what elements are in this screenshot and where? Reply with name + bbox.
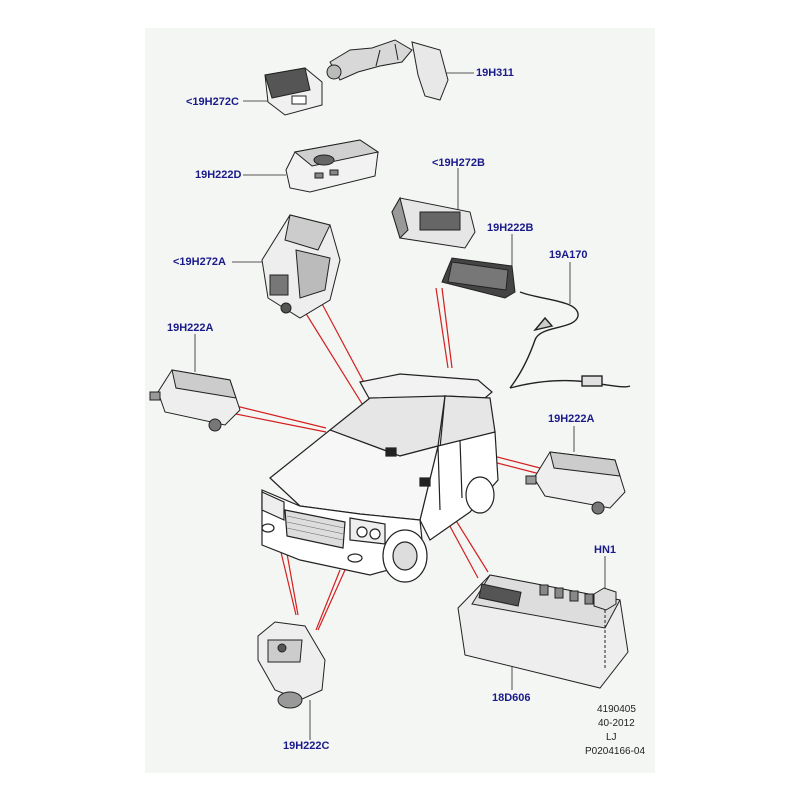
callout-19H272B: <19H272B	[432, 157, 485, 169]
reference-number: 4190405	[597, 704, 636, 715]
callout-19H222A-left: 19H222A	[167, 322, 214, 334]
callout-19H222A-right: 19H222A	[548, 413, 595, 425]
callout-19H311: 19H311	[476, 67, 514, 79]
vehicle-range-rover	[261, 373, 499, 583]
callout-19H222B: 19H222B	[487, 222, 534, 234]
reference-code: LJ	[606, 732, 617, 743]
callout-19H272A: <19H272A	[173, 256, 226, 268]
callout-18D606: 18D606	[492, 692, 531, 704]
sensor-module-19H222A-right	[525, 451, 626, 515]
callout-19H272C: <19H272C	[186, 96, 239, 108]
callout-19H222C: 19H222C	[283, 740, 330, 752]
camera-mount-19H311	[326, 39, 449, 101]
callout-HN1: HN1	[594, 544, 617, 556]
control-unit-19H222D	[285, 139, 380, 193]
unit-19H222B	[441, 257, 516, 299]
harness-19A170	[509, 291, 631, 389]
callout-19H222D: 19H222D	[195, 169, 242, 181]
sensor-module-19H222A-left	[149, 369, 241, 432]
housing-19H272B	[391, 196, 476, 249]
black-leader-lines	[194, 72, 606, 740]
housing-19H272A	[261, 214, 341, 319]
sensor-19H222C	[257, 621, 326, 709]
callout-19A170: 19A170	[549, 249, 588, 261]
control-module-18D606	[457, 574, 629, 689]
reference-part-id: P0204166-04	[585, 746, 646, 757]
nut-HN1	[593, 587, 617, 670]
reference-date: 40-2012	[598, 718, 635, 729]
camera-housing-19H272C	[264, 67, 323, 116]
